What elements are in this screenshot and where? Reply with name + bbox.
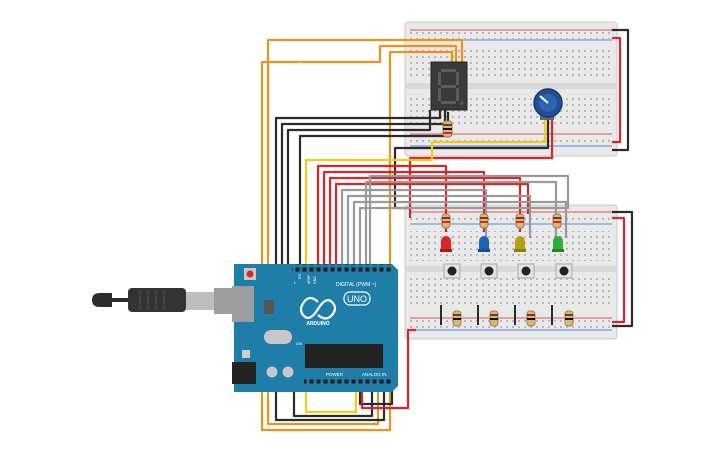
pushbuttons — [440, 263, 573, 325]
wire-yellow-1 — [304, 118, 547, 268]
board-brand-text: ARDUINO — [306, 321, 329, 327]
pushbutton-icon — [555, 263, 573, 279]
wire-orange-3 — [260, 44, 458, 268]
wire-black-9 — [612, 28, 630, 152]
resistor-icon — [564, 310, 574, 327]
pushbutton-icon — [517, 263, 535, 279]
led-icon — [552, 236, 564, 252]
wire-gray-2 — [346, 194, 532, 268]
potentiometer-icon — [533, 88, 563, 120]
usb-port — [232, 286, 254, 322]
wire-black-3 — [286, 110, 432, 268]
resistor-icon — [441, 213, 451, 229]
wire-yellow-2 — [304, 390, 358, 414]
wire-red-pot — [408, 118, 554, 218]
wire-red-2 — [612, 216, 626, 324]
board-gnd-label: GND — [313, 276, 317, 284]
board-on-label: ON — [296, 341, 302, 346]
wire-black-gnd — [358, 385, 394, 406]
led-icon — [440, 236, 452, 252]
resistor-icon — [479, 213, 489, 229]
wire-orange-2 — [260, 50, 454, 432]
board-analog-label: ANALOG IN — [362, 372, 387, 377]
wire-gray-3 — [352, 200, 568, 268]
seven-segment-display-icon — [430, 61, 468, 111]
wire-red-5 — [328, 176, 522, 268]
wire-gray-4 — [358, 174, 570, 268]
arduino-logo-icon — [299, 296, 337, 320]
wire-black-2 — [280, 110, 447, 268]
pushbutton-icon — [443, 263, 461, 279]
wire-black-7 — [393, 118, 550, 158]
board-aref-label: AREF — [307, 275, 311, 284]
wire-red-5v — [360, 328, 416, 410]
wire-gray-5 — [364, 180, 558, 268]
wire-red-1 — [612, 36, 622, 144]
pushbutton-icon — [480, 263, 498, 279]
resistor-icon — [452, 310, 462, 327]
wire-black-10 — [612, 210, 634, 328]
breadboard-bottom — [404, 204, 618, 340]
resistor-icon — [489, 310, 499, 327]
board-logo-text: UNO — [347, 294, 367, 304]
board-l-label: L — [294, 280, 297, 285]
resistor-icon — [515, 213, 525, 229]
atmega-chip — [305, 344, 383, 368]
led-icon — [478, 236, 490, 252]
leds — [440, 236, 564, 252]
resistors — [441, 120, 574, 327]
board-rx-label: RX — [297, 273, 302, 279]
usb-cable-icon — [92, 288, 236, 314]
resistor-icon — [526, 310, 536, 327]
arduino-uno-board: TX RX L AREF GND DIGITAL (PWM ~) UNO ARD… — [232, 62, 398, 392]
wire-orange-1 — [266, 38, 464, 268]
wire-red-3 — [316, 164, 448, 268]
board-power-label: POWER — [326, 372, 344, 377]
power-jack — [232, 362, 256, 384]
resistor-icon — [552, 213, 562, 229]
board-tx-label: TX — [297, 62, 302, 67]
resistor-icon — [442, 120, 453, 138]
board-digital-label: DIGITAL (PWM ~) — [336, 282, 376, 288]
led-icon — [514, 236, 526, 252]
wire-black-1 — [274, 108, 442, 268]
crystal — [264, 330, 292, 344]
wire-red-6 — [334, 182, 530, 268]
